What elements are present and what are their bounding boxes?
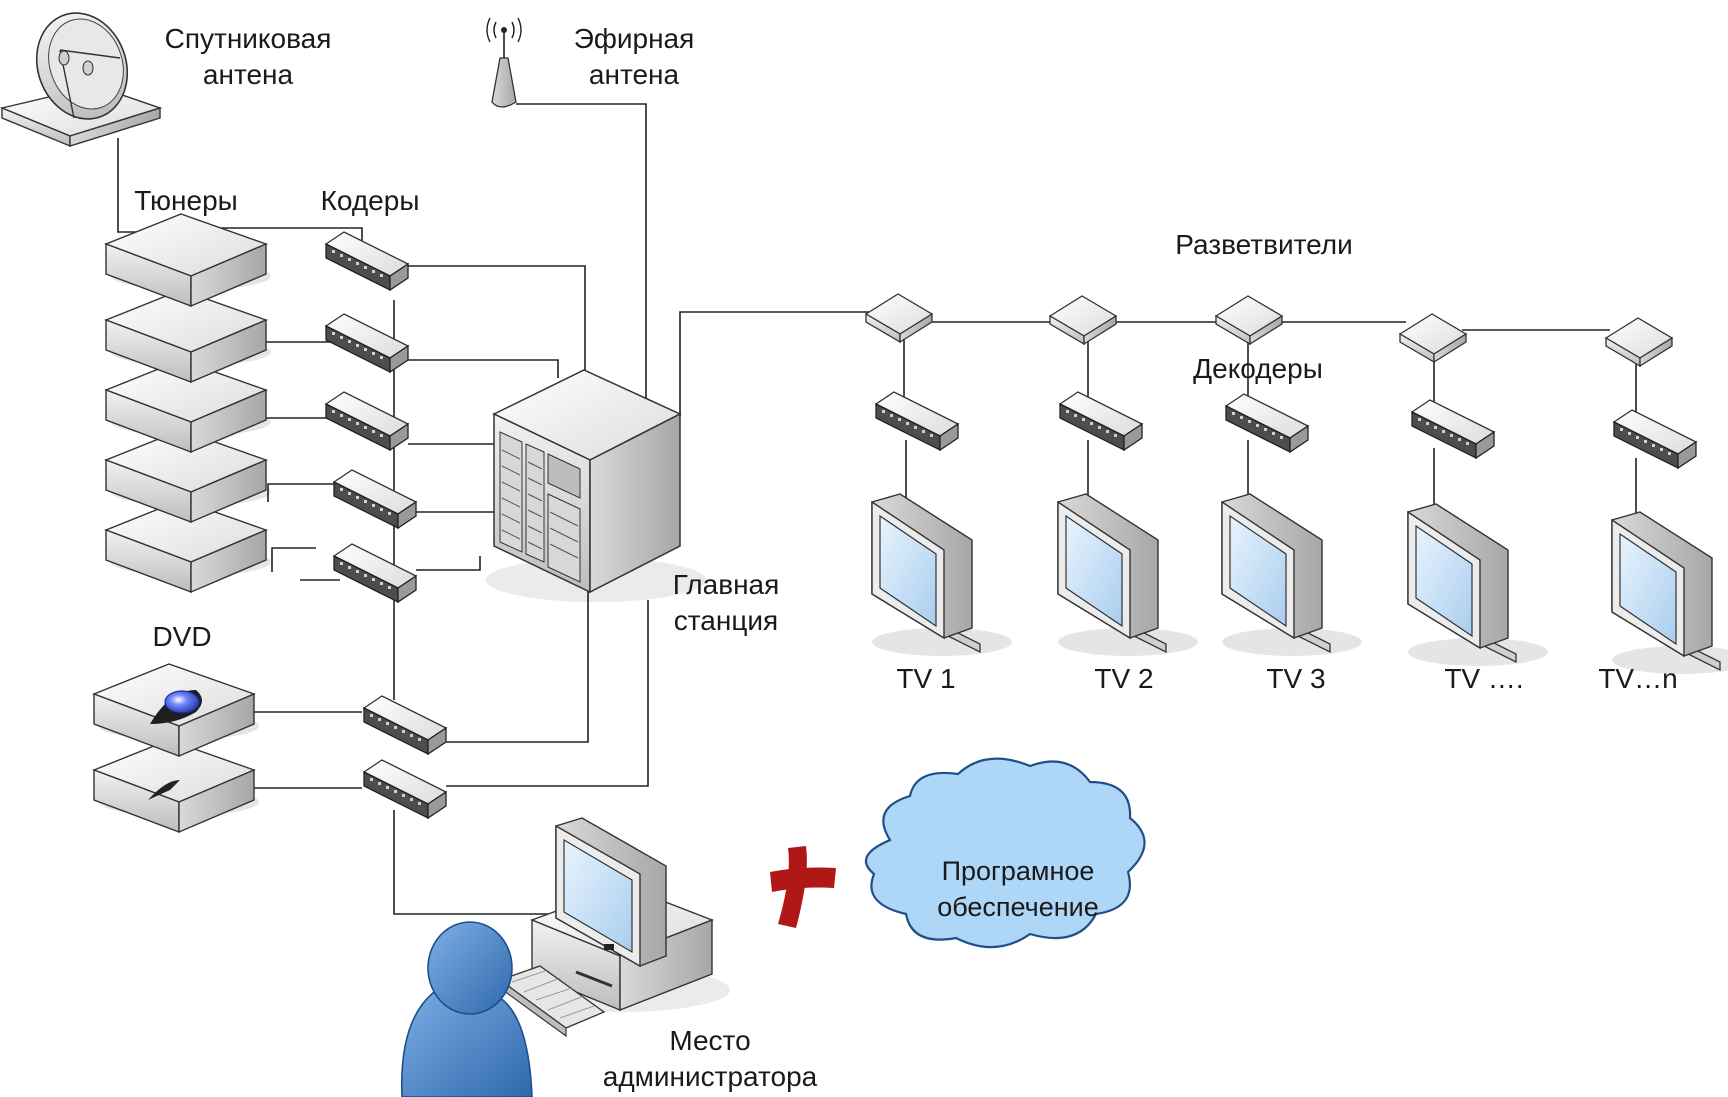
coder-module [363,759,447,819]
tv-monitor-icon [1057,493,1199,657]
coder-group [325,231,447,819]
coder-module [333,543,417,603]
tv-label: TV…n [1598,663,1677,694]
tv-label: TV 2 [1094,663,1153,694]
software-label: Програмное [942,856,1095,886]
tuners-label: Тюнеры [134,185,238,216]
air-antenna-label: антена [589,59,680,90]
plus-icon [770,846,836,928]
splitter-node [1049,295,1117,345]
diagram-labels: Спутниковая антена Эфирная антена Тюнеры… [134,23,1677,1092]
admin-place-label: Место [669,1025,750,1056]
tv-label: TV 3 [1266,663,1325,694]
splitter-node [1605,317,1673,367]
decoder-module [1411,399,1495,459]
coder-module [325,231,409,291]
splitter-node [865,293,933,343]
tv-monitor-icon [1407,503,1549,667]
administrator-user-icon [400,921,533,1097]
coder-module [333,469,417,529]
tv-label: TV …. [1444,663,1523,694]
tv-monitor-icon [1611,511,1728,675]
splitter-node [1399,313,1467,363]
head-station-server-icon [486,369,706,602]
coder-module [325,391,409,451]
splitters-label: Разветвители [1175,229,1353,260]
coders-label: Кодеры [321,185,420,216]
satellite-dish-icon [0,12,163,148]
satellite-antenna-label: антена [203,59,294,90]
tuner-stack [105,213,272,593]
software-label: обеспечение [937,892,1099,922]
tv-monitor-icon [871,493,1013,657]
head-station-label: станция [674,605,778,636]
dvd-disc-icon [148,690,202,800]
admin-place-label: администратора [603,1061,818,1092]
software-cloud [864,757,1146,949]
tv-label: TV 1 [896,663,955,694]
air-antenna-label: Эфирная [574,23,695,54]
admin-computer-icon [498,817,730,1038]
decoder-module [1613,409,1697,469]
decoder-group [875,391,1697,469]
tv-monitor-icon [1221,493,1363,657]
coder-module [325,313,409,373]
decoder-module [875,391,959,451]
tv-row [871,493,1728,675]
satellite-antenna-label: Спутниковая [165,23,332,54]
head-station-label: Главная [673,569,780,600]
dvd-label: DVD [152,621,211,652]
dvd-player-stack [93,663,260,833]
decoder-module [1059,391,1143,451]
coder-module [363,695,447,755]
decoder-module [1225,393,1309,453]
splitter-node [1215,295,1283,345]
decoders-label: Декодеры [1193,353,1323,384]
air-antenna-icon [486,17,522,108]
